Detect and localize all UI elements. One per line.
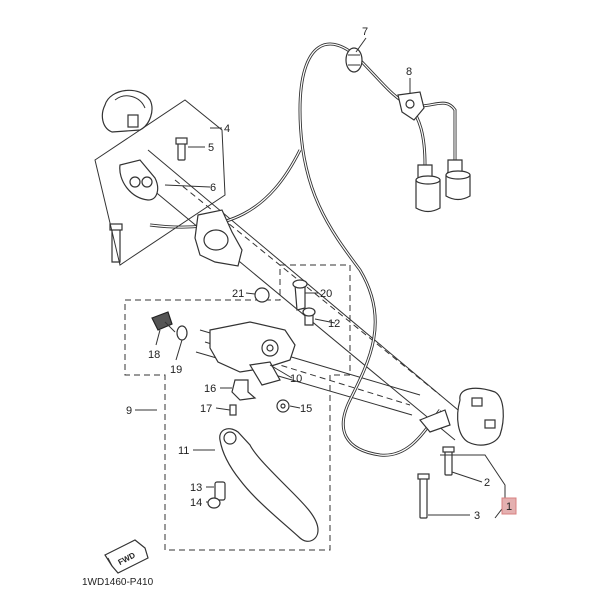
callout-17: 17 <box>200 403 212 415</box>
callout-2: 2 <box>484 477 490 489</box>
callout-10: 10 <box>290 373 302 385</box>
cable-grommet <box>345 47 363 73</box>
callout-6: 6 <box>210 182 216 194</box>
callout-1: 1 <box>506 501 512 513</box>
callout-5: 5 <box>208 142 214 154</box>
callout-15: 15 <box>300 403 312 415</box>
cable-clamp <box>397 91 425 121</box>
callout-7: 7 <box>362 26 368 38</box>
wire-connectors <box>415 159 471 213</box>
callout-12: 12 <box>328 318 340 330</box>
callout-19: 19 <box>170 364 182 376</box>
callout-8: 8 <box>406 66 412 78</box>
callout-13: 13 <box>190 482 202 494</box>
callout-14: 14 <box>190 497 202 509</box>
fwd-arrow: FWD <box>104 539 149 574</box>
throttle-collar <box>194 209 243 267</box>
callout-9: 9 <box>126 405 132 417</box>
throttle-housing <box>101 89 159 201</box>
callout-11: 11 <box>178 445 189 457</box>
callouts: 7 8 4 5 6 21 20 12 18 19 10 16 17 15 9 1… <box>126 26 517 522</box>
leader-lines <box>135 37 483 516</box>
callout-18: 18 <box>148 349 160 361</box>
switch-housing <box>417 387 506 519</box>
lever-assembly <box>124 264 351 551</box>
callout-21: 21 <box>232 288 244 300</box>
callout-20: 20 <box>320 288 332 300</box>
callout-3: 3 <box>474 510 480 522</box>
highlight-box <box>501 497 517 515</box>
diagram-code: 1WD1460-P410 <box>82 577 154 588</box>
callout-16: 16 <box>204 383 216 395</box>
callout-4: 4 <box>224 123 230 135</box>
screws-upper <box>109 137 188 263</box>
group-bracket-4-6 <box>94 99 226 266</box>
